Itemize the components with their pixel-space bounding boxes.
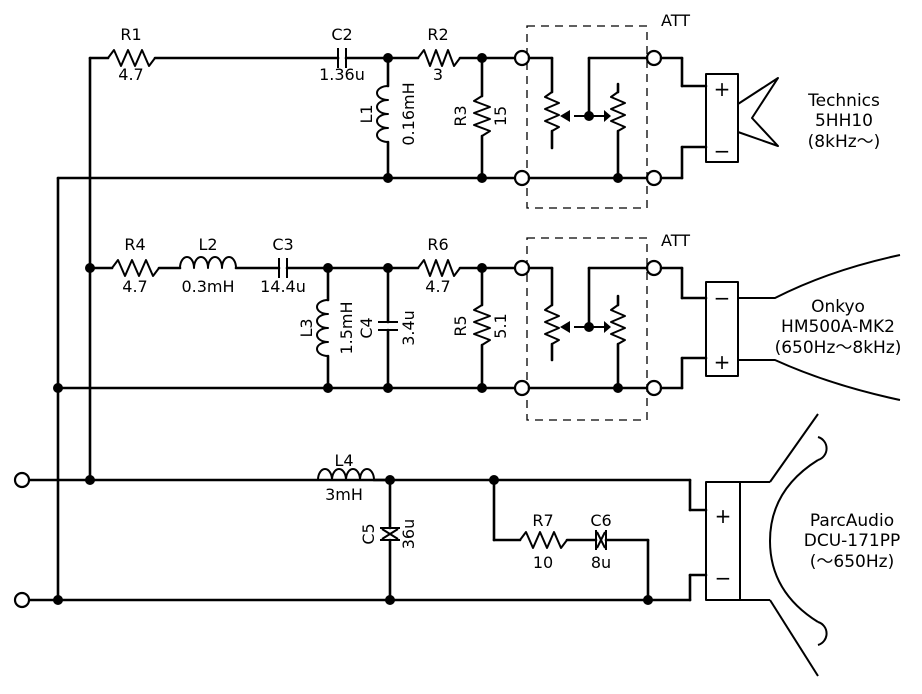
label-r7-ref: R7 (532, 511, 553, 530)
label-r3-value: 15 (491, 106, 510, 126)
label-r4-value: 4.7 (122, 277, 147, 296)
tweeter-speaker: + − (659, 56, 779, 180)
svg-text:+: + (715, 504, 732, 528)
label-r4-ref: R4 (124, 235, 145, 254)
label-l1-value: 0.16mH (399, 82, 418, 145)
label-r2-value: 3 (433, 65, 443, 84)
label-c2-value: 1.36u (319, 65, 365, 84)
mid-model: HM500A-MK2 (781, 317, 895, 337)
resistor-r6 (417, 259, 461, 277)
input-terminal-hot (13, 471, 31, 489)
inductor-l3 (316, 299, 329, 357)
inductor-l4 (317, 468, 375, 481)
resistor-r1 (107, 49, 156, 67)
label-r7-value: 10 (533, 553, 553, 572)
label-r5-ref: R5 (451, 315, 470, 336)
label-c5-ref: C5 (359, 523, 378, 544)
midrange-branch (56, 256, 517, 393)
junction (383, 383, 393, 393)
woofer-branch (317, 468, 692, 605)
junction (477, 173, 487, 183)
svg-text:+: + (714, 350, 731, 374)
junction (477, 383, 487, 393)
junction (383, 53, 393, 63)
mid-range: (650Hz～8kHz) (775, 338, 902, 358)
junction (323, 263, 333, 273)
label-c5-value: 36u (399, 519, 418, 550)
label-r1-value: 4.7 (118, 65, 143, 84)
svg-text:−: − (714, 139, 731, 163)
label-c4-value: 3.4u (399, 310, 418, 346)
label-c6-value: 8u (591, 553, 611, 572)
junction (383, 173, 393, 183)
junction (643, 595, 653, 605)
label-c6-ref: C6 (590, 511, 611, 530)
junction (385, 475, 395, 485)
label-c4-ref: C4 (357, 317, 376, 338)
label-l3-ref: L3 (297, 318, 316, 337)
label-r3-ref: R3 (451, 105, 470, 126)
label-l2-value: 0.3mH (181, 277, 234, 296)
att-label-top: ATT (661, 11, 690, 30)
label-r2-ref: R2 (427, 25, 448, 44)
resistor-r2 (417, 49, 461, 67)
label-r6-value: 4.7 (425, 277, 450, 296)
junction (323, 383, 333, 393)
inductor-l2 (179, 256, 237, 269)
label-r1-ref: R1 (120, 25, 141, 44)
tweeter-branch (56, 48, 517, 183)
svg-text:−: − (715, 566, 732, 590)
resistor-r5 (473, 304, 491, 346)
woofer-name: ParcAudio (810, 511, 894, 531)
woofer-speaker: + − (688, 413, 828, 677)
resistor-r7 (519, 531, 568, 549)
junction (53, 595, 63, 605)
attenuator-mid: ATT (513, 231, 690, 421)
label-l4-value: 3mH (325, 485, 363, 504)
inductor-l1 (376, 85, 389, 143)
svg-text:−: − (714, 286, 731, 310)
label-c3-ref: C3 (272, 235, 293, 254)
junction (489, 475, 499, 485)
junction (477, 53, 487, 63)
resistor-r4 (111, 259, 160, 277)
label-c3-value: 14.4u (260, 277, 306, 296)
label-r5-value: 5.1 (491, 313, 510, 338)
svg-text:+: + (714, 77, 731, 101)
woofer-model: DCU-171PP (804, 531, 901, 551)
tweeter-range: (8kHz～) (808, 132, 881, 152)
label-l3-value: 1.5mH (337, 301, 356, 354)
att-label-mid: ATT (661, 231, 690, 250)
junction (385, 595, 395, 605)
tweeter-name: Technics (807, 91, 880, 111)
junction (85, 475, 95, 485)
tweeter-model: 5HH10 (815, 111, 873, 131)
label-l4-ref: L4 (334, 451, 353, 470)
resistor-r3 (473, 95, 491, 137)
input-terminal-ground (13, 591, 31, 609)
junction (383, 263, 393, 273)
label-l1-ref: L1 (357, 104, 376, 123)
junction (477, 263, 487, 273)
woofer-range: (～650Hz) (810, 552, 894, 572)
mid-name: Onkyo (811, 297, 865, 317)
label-r6-ref: R6 (427, 235, 448, 254)
label-l2-ref: L2 (198, 235, 217, 254)
midrange-speaker: − + (659, 254, 901, 401)
label-c2-ref: C2 (331, 25, 352, 44)
